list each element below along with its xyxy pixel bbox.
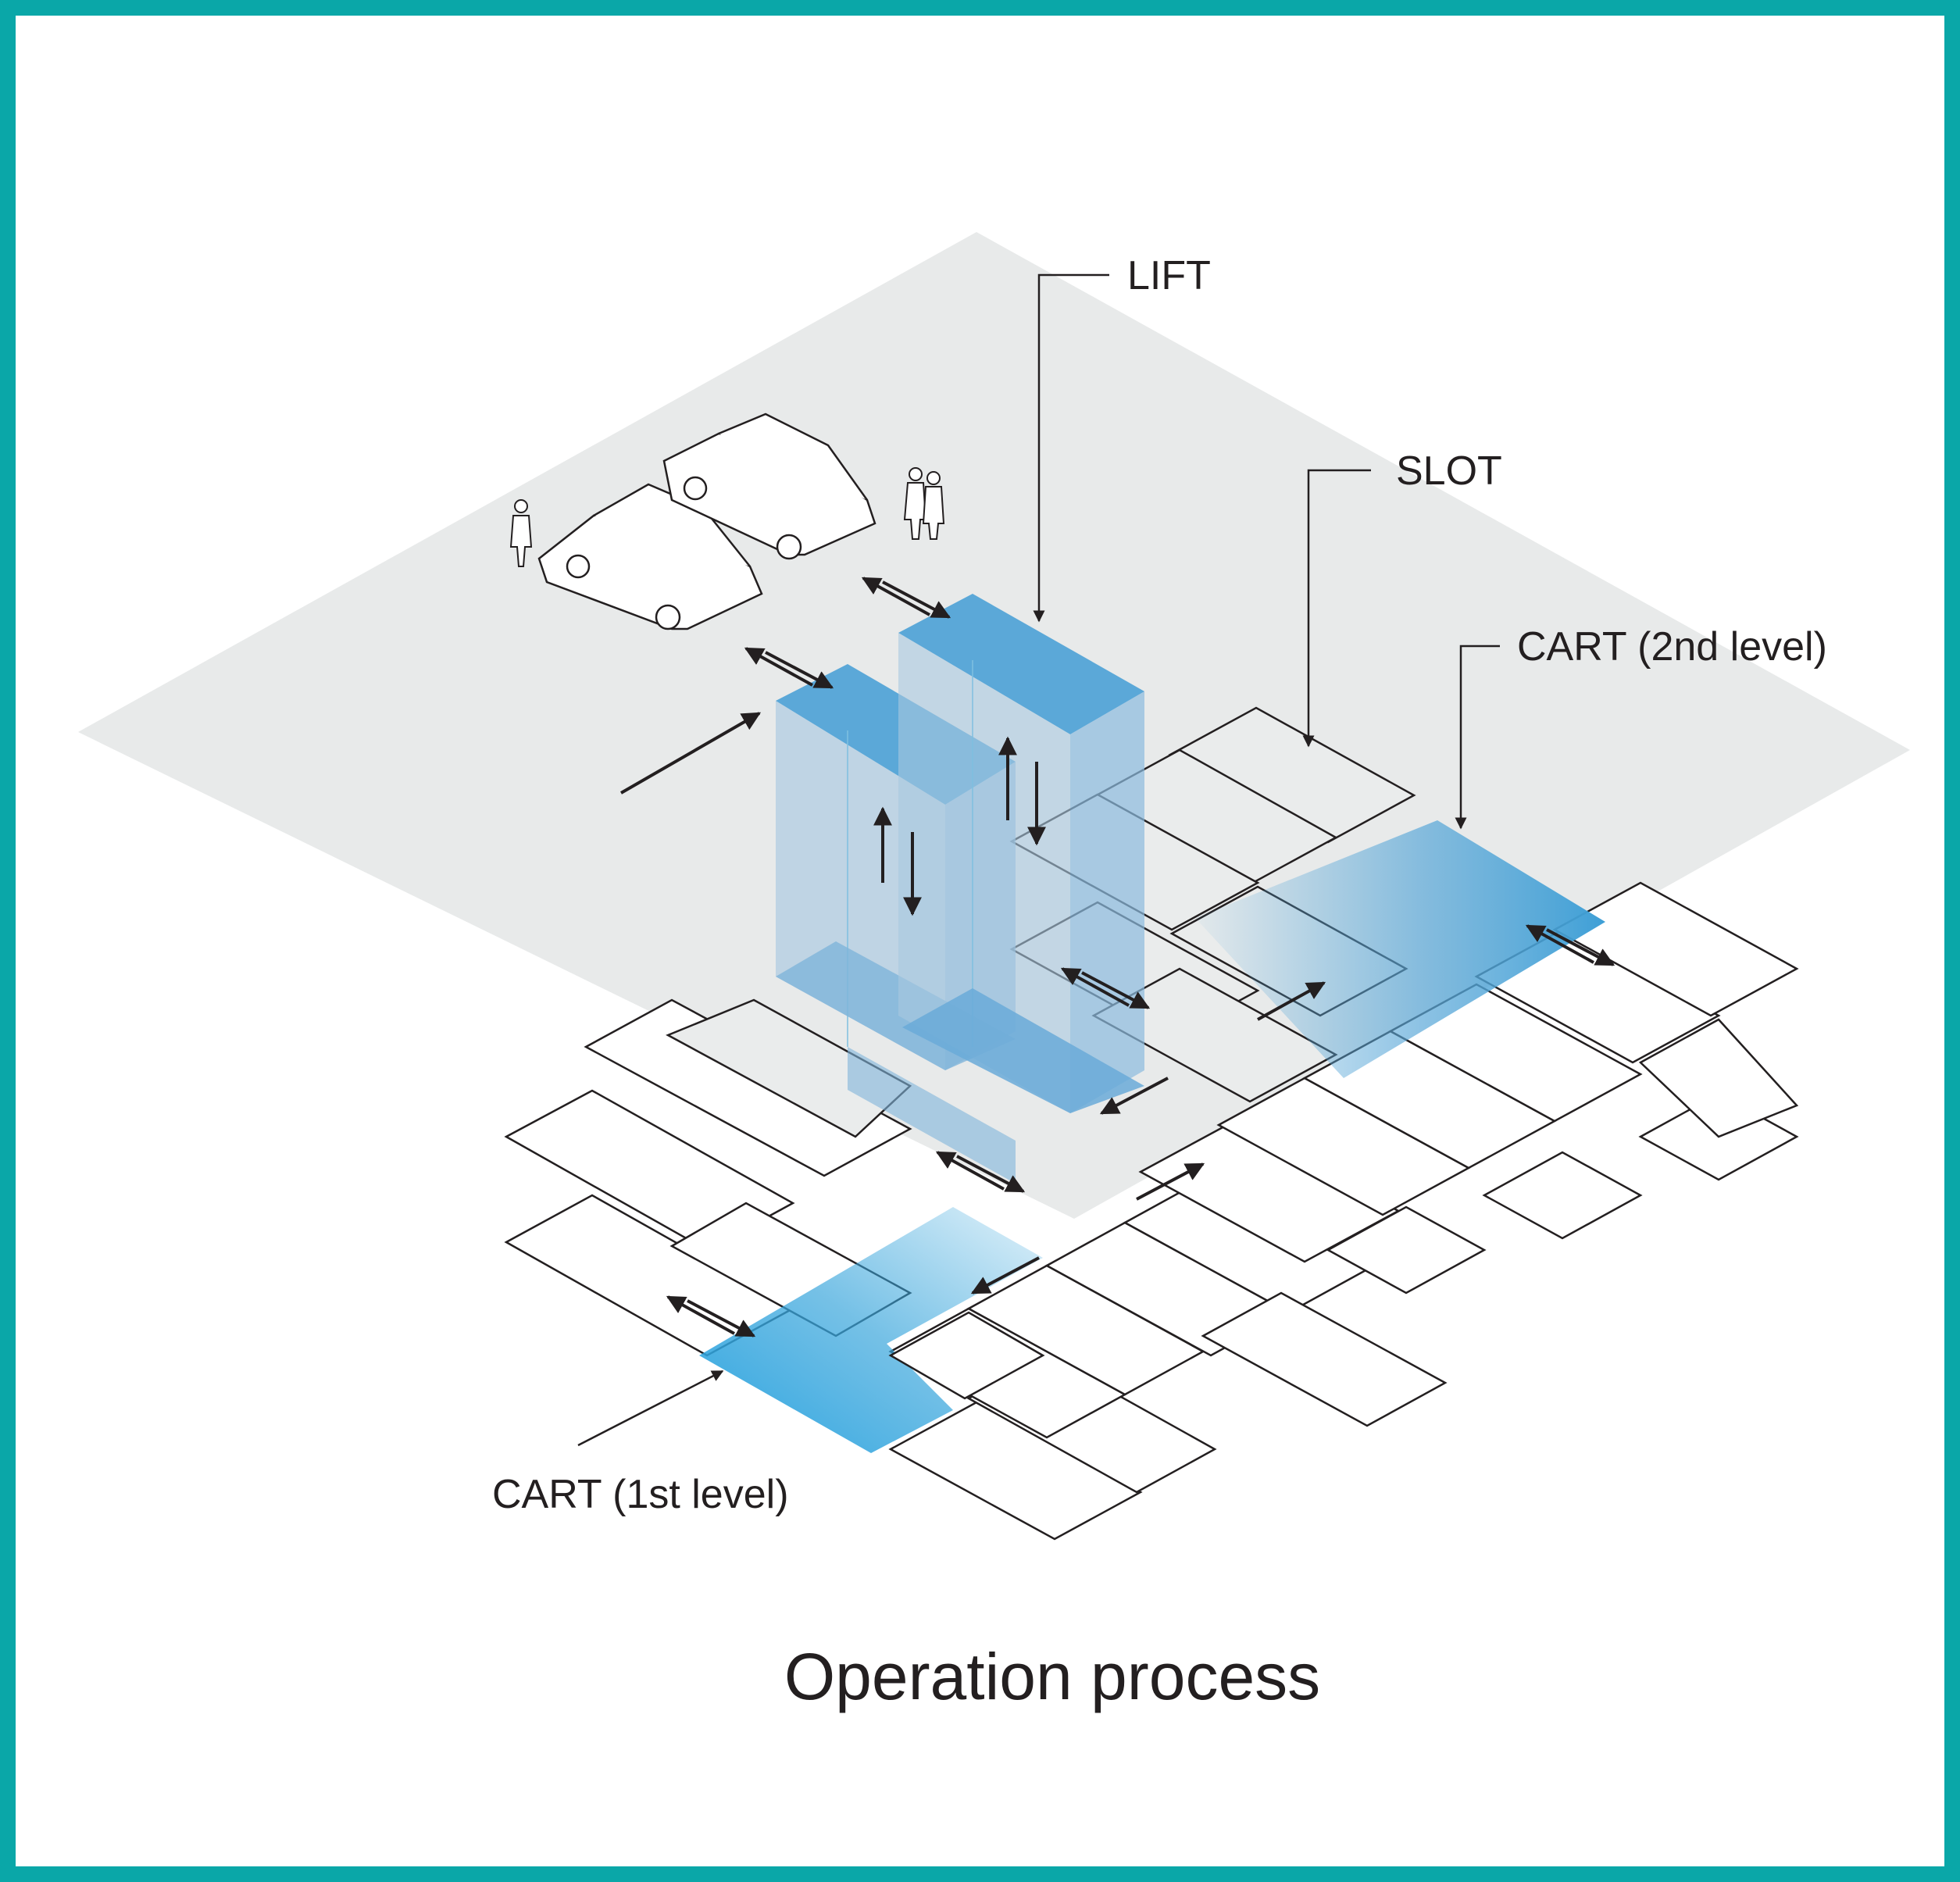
slot: [584, 998, 912, 1177]
movement-arrows: [620, 577, 1615, 1337]
cart-2nd-level-label: CART (2nd level): [1517, 624, 1827, 670]
slot: [1552, 881, 1799, 1017]
lift-label: LIFT: [1127, 253, 1211, 298]
cart-1st-leader: [577, 1370, 724, 1447]
slot: [888, 1401, 1143, 1541]
slot: [1482, 1151, 1643, 1240]
lift-leader: [1033, 273, 1109, 623]
slot: [1326, 1205, 1487, 1295]
slot: [1201, 1291, 1448, 1427]
cart-2nd-leader: [1455, 645, 1500, 830]
lift-shaft-right: [898, 594, 1144, 1113]
slot: [504, 1089, 795, 1252]
cart-2nd-level: [1195, 820, 1605, 1078]
slot-leader: [1302, 469, 1371, 748]
person-icon: [903, 467, 945, 540]
person-icon: [509, 499, 533, 567]
cart-1st-level: [699, 1207, 1043, 1453]
car-icon: [662, 412, 876, 560]
cart-1st-level-label: CART (1st level): [492, 1472, 789, 1517]
diagram-title: Operation process: [784, 1640, 1320, 1713]
slot: [888, 1311, 1045, 1400]
slot-label: SLOT: [1396, 448, 1502, 494]
slot: [1638, 1018, 1799, 1138]
